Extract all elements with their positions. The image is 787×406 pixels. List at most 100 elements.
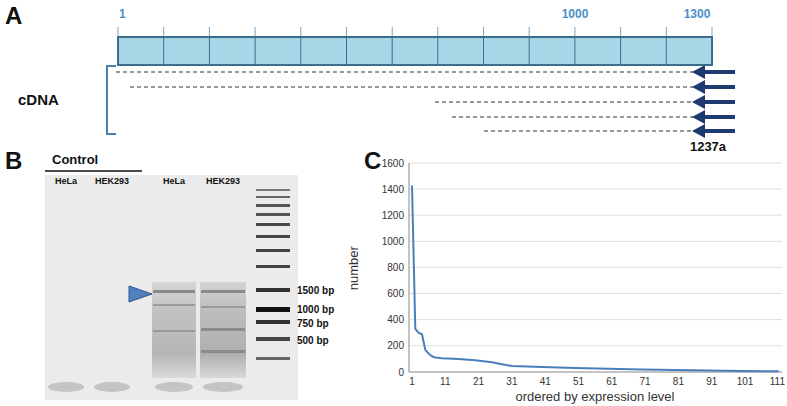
panel-letter: C	[364, 148, 381, 174]
gel-band	[201, 328, 245, 331]
arrow-head	[692, 80, 705, 94]
gel-band	[201, 306, 245, 308]
arrow-head	[692, 95, 705, 109]
expression-curve	[412, 185, 779, 371]
ladder-band	[256, 189, 290, 191]
primer-arrows	[692, 65, 735, 138]
grid-line	[409, 189, 782, 190]
x-tick-label: 101	[737, 376, 754, 387]
lane-label: HeLa	[55, 177, 77, 187]
ladder-band	[256, 196, 290, 198]
y-tick-label: 1600	[382, 158, 404, 169]
tick-mark	[255, 27, 256, 37]
primer-blob	[94, 382, 130, 392]
y-tick-label: 0	[398, 367, 404, 378]
bar-dividers	[164, 37, 667, 65]
x-tick-label: 81	[673, 376, 684, 387]
y-tick-label: 1400	[382, 184, 404, 195]
tick-mark	[163, 27, 164, 37]
band-marker	[129, 286, 152, 302]
bar-divider	[483, 37, 484, 65]
bar-divider	[255, 37, 256, 65]
bar-divider	[392, 37, 393, 65]
x-tick-label: 31	[506, 376, 517, 387]
control-label: Control	[52, 153, 98, 167]
primer-arrow	[702, 115, 735, 119]
ladder-band	[256, 288, 290, 292]
cdna-line	[116, 71, 700, 72]
ladder-band	[256, 204, 290, 207]
gel-band	[153, 330, 195, 332]
gel-band	[153, 290, 195, 293]
cdna-lines	[116, 72, 700, 131]
x-tick-label: 91	[706, 376, 717, 387]
primer-blobs	[48, 382, 243, 392]
scale-number: 1000	[562, 8, 589, 21]
gel-band	[153, 304, 195, 306]
bracket	[107, 66, 116, 134]
y-tick-label: 600	[387, 288, 404, 299]
ladder-band	[256, 265, 290, 268]
y-tick-label: 400	[387, 314, 404, 325]
primer-blob	[203, 382, 243, 392]
lane-label: HEK293	[95, 177, 129, 187]
chart-axes	[409, 163, 782, 372]
grid-line	[409, 241, 782, 242]
gel-smear	[152, 282, 196, 378]
size-marker: 1500 bp	[297, 285, 334, 296]
tick-mark	[392, 27, 393, 37]
gel-band	[201, 350, 245, 353]
ladder-band	[256, 213, 290, 216]
grid-line	[409, 345, 782, 346]
x-tick-label: 111	[770, 376, 785, 387]
x-tick-label: 51	[573, 376, 584, 387]
panel-letter: B	[5, 148, 22, 174]
primer-arrow	[702, 70, 735, 74]
cdna-label: cDNA	[18, 92, 59, 109]
grid-line	[409, 319, 782, 320]
grid-line	[409, 215, 782, 216]
lane-label: HeLa	[163, 177, 185, 187]
ladder-band	[256, 249, 290, 252]
ladder-band	[256, 307, 290, 312]
size-marker: 750 bp	[297, 318, 329, 329]
tick-mark	[574, 27, 575, 37]
tick-mark	[712, 27, 713, 37]
primer-name: 1237a	[690, 140, 726, 154]
x-tick-label: 61	[606, 376, 617, 387]
ladder-band	[256, 320, 290, 324]
x-tick-label: 11	[440, 376, 450, 387]
scale-number: 1	[119, 8, 126, 21]
ladder	[256, 189, 290, 360]
y-tick-label: 800	[387, 262, 404, 273]
transcript-bar	[118, 37, 712, 65]
grid-line	[409, 293, 782, 294]
tick-mark	[483, 27, 484, 37]
axis-title: number	[347, 246, 361, 290]
y-tick-label: 1200	[382, 210, 404, 221]
x-tick-label: 21	[473, 376, 484, 387]
arrow-head	[692, 110, 705, 124]
ladder-band	[256, 223, 290, 226]
tick-mark	[209, 27, 210, 37]
gel-band	[201, 290, 245, 293]
size-marker: 500 bp	[297, 335, 329, 346]
tick-mark	[346, 27, 347, 37]
tick-mark	[666, 27, 667, 37]
bar-divider	[346, 37, 347, 65]
bar-divider	[620, 37, 621, 65]
y-tick-label: 1000	[382, 236, 404, 247]
primer-blob	[48, 382, 84, 392]
cdna-line	[452, 116, 700, 117]
scale-number: 1300	[684, 8, 711, 21]
bar-divider	[529, 37, 530, 65]
tick-mark	[300, 27, 301, 37]
control-underline	[45, 170, 142, 172]
bar-divider	[574, 37, 575, 65]
cdna-line	[130, 86, 700, 87]
x-tick-label: 1	[409, 376, 415, 387]
arrow-head	[692, 65, 705, 79]
bar-divider	[666, 37, 667, 65]
bar-divider	[209, 37, 210, 65]
